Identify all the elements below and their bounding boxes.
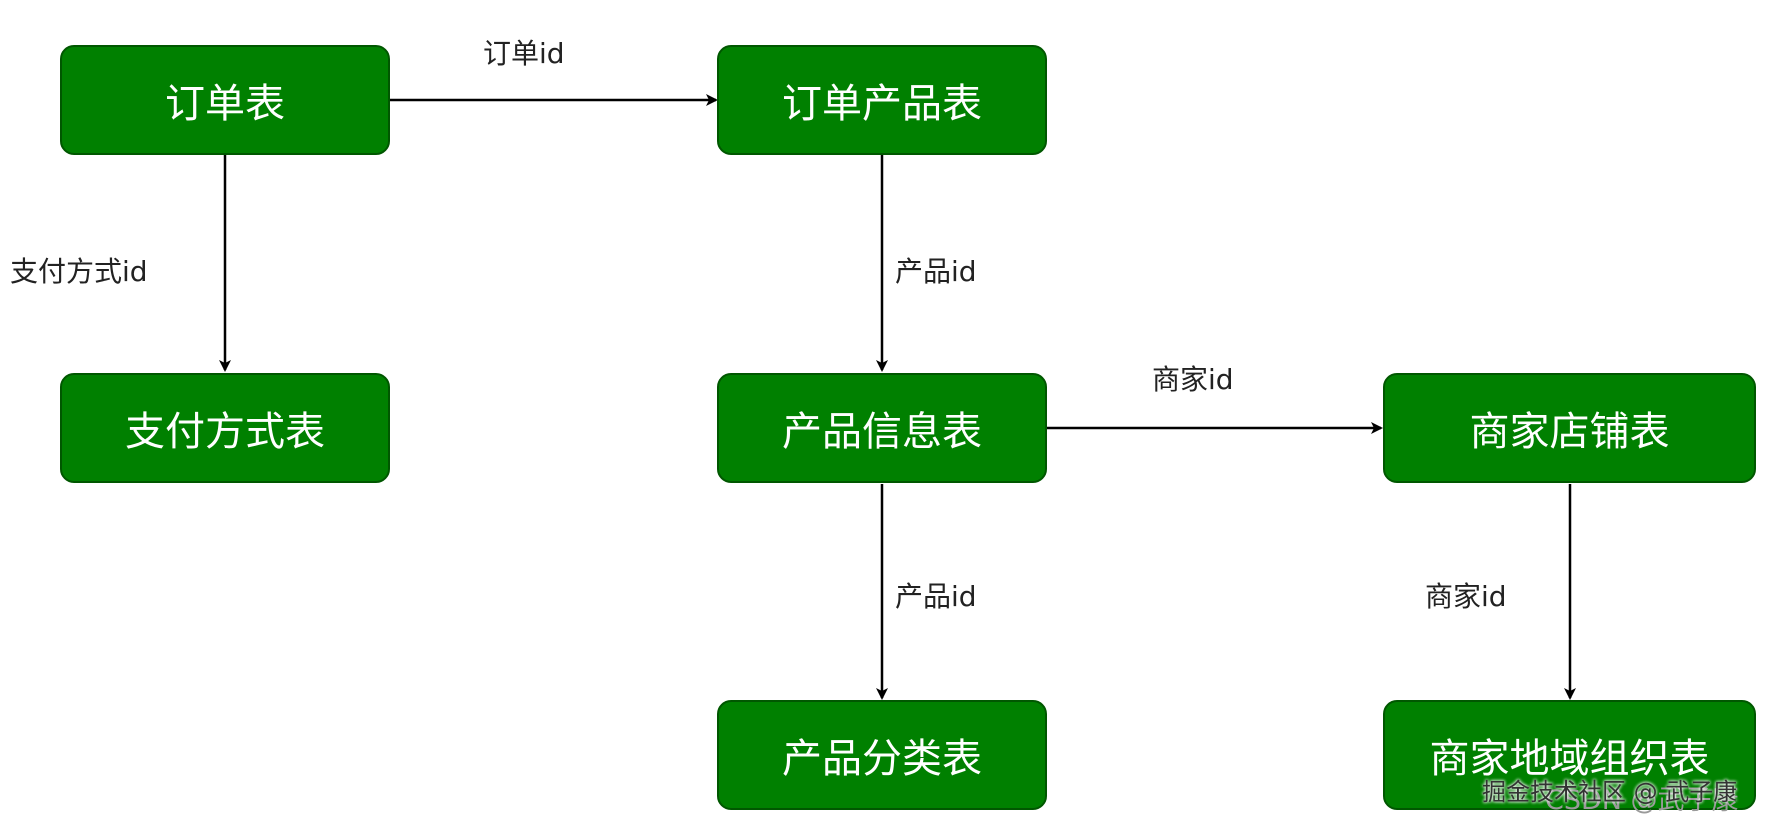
edge-label-merchant-id-2: 商家id [1425, 580, 1507, 613]
edge-label-product-id-2: 产品id [895, 580, 977, 613]
csdn-watermark: CSDN @武子康 [1545, 785, 1739, 816]
node-product-info-table: 产品信息表 [717, 373, 1047, 483]
platform-watermark: 掘金技术社区 @ 武子康 [1482, 778, 1738, 806]
edge-label-merchant-id-1: 商家id [1152, 363, 1234, 396]
node-payment-table: 支付方式表 [60, 373, 390, 483]
node-merchant-region-table: 商家地域组织表 [1383, 700, 1756, 810]
edge-label-order-id: 订单id [483, 37, 565, 70]
node-order-table: 订单表 [60, 45, 390, 155]
node-order-product-table: 订单产品表 [717, 45, 1047, 155]
edge-label-payment-id: 支付方式id [10, 255, 148, 288]
edge-label-product-id-1: 产品id [895, 255, 977, 288]
node-product-category-table: 产品分类表 [717, 700, 1047, 810]
node-merchant-store-table: 商家店铺表 [1383, 373, 1756, 483]
